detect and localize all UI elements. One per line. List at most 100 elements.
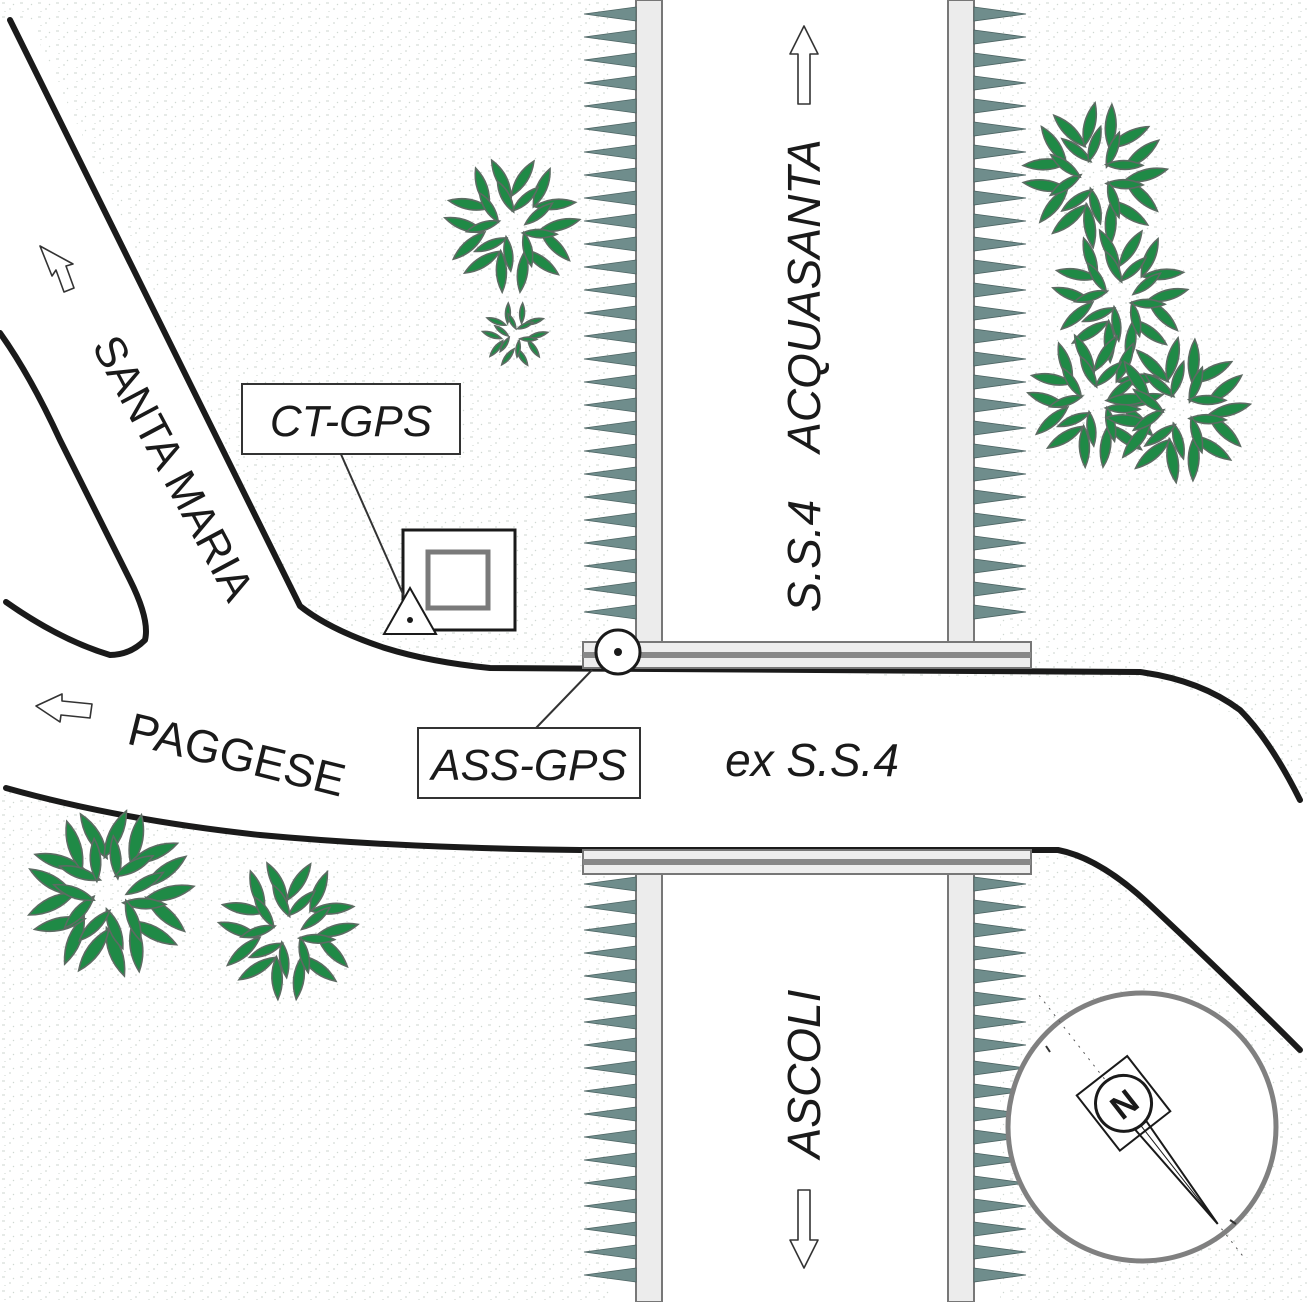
embankment-spike xyxy=(583,213,637,229)
embankment-spike xyxy=(973,328,1027,344)
embankment-spike xyxy=(973,899,1027,915)
embankment-hatching xyxy=(583,6,1027,1283)
tree-icon xyxy=(1104,335,1253,485)
embankment-spike xyxy=(583,1175,637,1191)
embankment-spike xyxy=(973,374,1027,390)
embankment-spike xyxy=(583,167,637,183)
embankment-spike xyxy=(583,945,637,961)
embankment-spike xyxy=(973,1152,1027,1168)
tree-icon xyxy=(1021,100,1170,250)
barrier-left-lower xyxy=(635,873,663,1302)
embankment-spike xyxy=(973,489,1027,505)
embankment-spike xyxy=(973,351,1027,367)
embankment-spike xyxy=(583,144,637,160)
embankment-spike xyxy=(973,1244,1027,1260)
embankment-spike xyxy=(973,1175,1027,1191)
ass-gps-leader xyxy=(535,669,593,729)
embankment-spike xyxy=(973,1106,1027,1122)
embankment-spike xyxy=(973,1083,1027,1099)
arrow-west-icon xyxy=(35,693,93,723)
embankment-spike xyxy=(583,1221,637,1237)
ct-gps-label-box[interactable]: CT-GPS xyxy=(241,383,461,455)
embankment-spike xyxy=(583,922,637,938)
embankment-spike xyxy=(583,1060,637,1076)
embankment-spike xyxy=(583,443,637,459)
embankment-spike xyxy=(583,1267,637,1283)
embankment-spike xyxy=(583,466,637,482)
ascoli-label: ASCOLI xyxy=(778,989,830,1161)
direction-arrows xyxy=(35,25,819,1269)
embankment-spike xyxy=(583,1037,637,1053)
embankment-spike xyxy=(973,236,1027,252)
embankment-spike xyxy=(583,1244,637,1260)
embankment-spike xyxy=(583,876,637,892)
ass-gps-label-box[interactable]: ASS-GPS xyxy=(417,727,641,799)
embankment-spike xyxy=(973,535,1027,551)
ct-gps-triangle-icon xyxy=(382,585,438,635)
embankment-spike xyxy=(583,374,637,390)
north-compass: N xyxy=(1005,990,1279,1264)
embankment-spike xyxy=(583,190,637,206)
embankment-spike xyxy=(973,1014,1027,1030)
ass-gps-label: ASS-GPS xyxy=(428,741,627,790)
embankment-spike xyxy=(583,236,637,252)
tree-icon xyxy=(443,158,582,295)
embankment-spike xyxy=(583,52,637,68)
tree-icon xyxy=(216,861,360,1002)
embankment-spike xyxy=(583,968,637,984)
embankment-spike xyxy=(583,489,637,505)
barrier-right-lower xyxy=(947,873,975,1302)
embankment-spike xyxy=(973,1060,1027,1076)
tree-icon xyxy=(26,809,196,978)
ass-gps-marker-icon xyxy=(594,628,642,676)
embankment-spike xyxy=(583,604,637,620)
embankment-spike xyxy=(973,1129,1027,1145)
embankment-spike xyxy=(583,991,637,1007)
arrow-up-icon xyxy=(789,25,819,105)
embankment-spike xyxy=(973,876,1027,892)
embankment-spike xyxy=(973,1037,1027,1053)
embankment-spike xyxy=(583,1129,637,1145)
embankment-spike xyxy=(973,213,1027,229)
embankment-spike xyxy=(583,512,637,528)
road-edges xyxy=(0,17,1303,1053)
embankment-spike xyxy=(973,52,1027,68)
highway-barriers xyxy=(635,0,975,1302)
embankment-spike xyxy=(973,991,1027,1007)
embankment-spike xyxy=(973,397,1027,413)
embankment-spike xyxy=(583,1014,637,1030)
embankment-spike xyxy=(583,6,637,22)
embankment-spike xyxy=(583,1152,637,1168)
embankment-spike xyxy=(583,420,637,436)
embankment-spike xyxy=(973,968,1027,984)
embankment-spike xyxy=(583,351,637,367)
embankment-spike xyxy=(583,581,637,597)
embankment-spike xyxy=(973,282,1027,298)
embankment-spike xyxy=(973,6,1027,22)
embankment-spike xyxy=(973,604,1027,620)
barrier-right-upper xyxy=(947,0,975,643)
embankment-spike xyxy=(973,1221,1027,1237)
tree-icon xyxy=(480,301,550,367)
embankment-spike xyxy=(583,1198,637,1214)
embankment-spike xyxy=(973,1198,1027,1214)
embankment-spike xyxy=(973,512,1027,528)
embankment-spike xyxy=(583,899,637,915)
embankment-spike xyxy=(973,945,1027,961)
embankment-spike xyxy=(583,397,637,413)
embankment-spike xyxy=(973,144,1027,160)
embankment-spike xyxy=(583,328,637,344)
embankment-spike xyxy=(973,75,1027,91)
embankment-spike xyxy=(583,282,637,298)
embankment-spike xyxy=(973,466,1027,482)
ct-gps-label: CT-GPS xyxy=(270,397,432,446)
embankment-spike xyxy=(583,1106,637,1122)
embankment-spike xyxy=(583,121,637,137)
embankment-spike xyxy=(973,121,1027,137)
embankment-spike xyxy=(583,75,637,91)
embankment-spike xyxy=(973,305,1027,321)
ct-gps-leader xyxy=(339,451,411,611)
embankment-spike xyxy=(973,420,1027,436)
arrow-northwest-icon xyxy=(39,245,75,293)
